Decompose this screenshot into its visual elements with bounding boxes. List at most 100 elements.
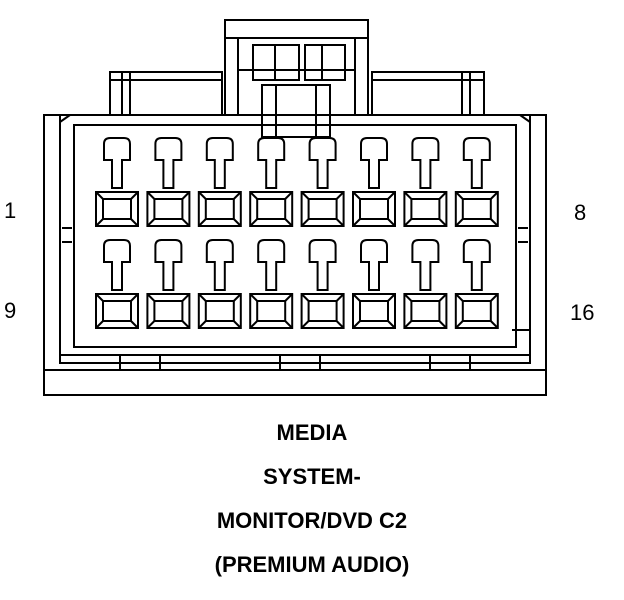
cavity-terminal-bevel — [335, 293, 345, 302]
top-latch — [224, 19, 369, 116]
cavity-terminal-bevel — [490, 293, 499, 302]
left-shoulder — [109, 71, 223, 116]
cavity-terminal-bevel — [233, 293, 242, 302]
cavity-latch-head — [103, 239, 131, 291]
cavity-terminal-inner — [461, 300, 492, 322]
cavity-terminal-bevel — [352, 320, 361, 329]
cavity-terminal-bevel — [146, 191, 156, 200]
cavity-terminal-bevel — [249, 320, 258, 329]
cavity-terminal-inner — [307, 198, 338, 220]
cavity-terminal-inner — [102, 198, 132, 220]
cavity-terminal-bevel — [490, 191, 499, 200]
cavity-terminal-bevel — [146, 320, 156, 329]
cavity-latch-head — [154, 239, 183, 291]
cavity-4 — [249, 137, 294, 227]
cavity-terminal-bevel — [300, 320, 310, 329]
cavity-terminal-bevel — [130, 320, 139, 329]
cavity-terminal-bevel — [300, 191, 310, 200]
cavity-terminal-bevel — [233, 320, 242, 329]
cavity-terminal-bevel — [284, 293, 293, 302]
cavity-latch-head — [462, 137, 491, 189]
cavity-terminal-bevel — [455, 320, 464, 329]
caption-line-4: (PREMIUM AUDIO) — [214, 552, 410, 577]
cavity-terminal-bevel — [387, 293, 396, 302]
cavity-5 — [300, 137, 345, 227]
cavity-terminal-bevel — [95, 191, 104, 200]
cavity-latch-head — [360, 137, 388, 189]
cavity-terminal-bevel — [403, 320, 413, 329]
cavity-terminal-bevel — [335, 191, 345, 200]
cavity-14 — [352, 239, 396, 329]
cavity-latch-head — [257, 137, 286, 189]
cavity-2 — [146, 137, 191, 227]
cavity-terminal-bevel — [146, 218, 156, 227]
cavity-terminal-outer — [300, 191, 345, 227]
cavity-terminal-bevel — [455, 293, 464, 302]
cavity-terminal-outer — [352, 191, 396, 227]
cavity-grid — [95, 137, 499, 329]
cavity-1 — [95, 137, 139, 227]
cavity-latch-head — [462, 239, 491, 291]
cavity-terminal-bevel — [95, 293, 104, 302]
cavity-terminal-bevel — [130, 293, 139, 302]
pin-label-top-left: 1 — [4, 198, 17, 223]
cavity-terminal-bevel — [181, 191, 191, 200]
cavity-terminal-inner — [359, 198, 389, 220]
cavity-terminal-bevel — [335, 320, 345, 329]
cavity-latch-head — [205, 239, 234, 291]
cavity-terminal-bevel — [198, 191, 207, 200]
pin-label-bottom-left: 9 — [4, 298, 17, 323]
cavity-12 — [249, 239, 294, 329]
cavity-terminal-bevel — [146, 293, 156, 302]
cavity-terminal-bevel — [198, 320, 207, 329]
cavity-terminal-bevel — [130, 218, 139, 227]
cavity-latch-head — [308, 239, 337, 291]
cavity-10 — [146, 239, 191, 329]
cavity-terminal-outer — [454, 293, 499, 329]
cavity-terminal-bevel — [95, 320, 104, 329]
cavity-terminal-inner — [102, 300, 132, 322]
cavity-terminal-outer — [249, 293, 294, 329]
cavity-terminal-outer — [300, 293, 345, 329]
pin-label-top-right: 8 — [574, 200, 587, 225]
cavity-terminal-bevel — [95, 218, 104, 227]
cavity-terminal-inner — [204, 300, 235, 322]
cavity-terminal-outer — [403, 191, 448, 227]
cavity-terminal-bevel — [300, 293, 310, 302]
cavity-terminal-inner — [256, 300, 287, 322]
cavity-terminal-bevel — [284, 218, 293, 227]
cavity-terminal-bevel — [352, 218, 361, 227]
cavity-terminal-bevel — [249, 293, 258, 302]
cavity-terminal-outer — [403, 293, 448, 329]
cavity-7 — [403, 137, 448, 227]
cavity-terminal-bevel — [387, 320, 396, 329]
cavity-terminal-bevel — [438, 191, 448, 200]
cavity-terminal-bevel — [352, 293, 361, 302]
cavity-terminal-bevel — [490, 218, 499, 227]
cavity-terminal-bevel — [300, 218, 310, 227]
cavity-terminal-bevel — [455, 191, 464, 200]
cavity-latch-head — [411, 239, 440, 291]
cavity-terminal-bevel — [403, 191, 413, 200]
latch-stem — [261, 84, 331, 138]
caption-line-2: SYSTEM- — [263, 464, 361, 489]
cavity-terminal-inner — [410, 300, 441, 322]
cavity-terminal-outer — [352, 293, 396, 329]
cavity-terminal-inner — [461, 198, 492, 220]
cavity-9 — [95, 239, 139, 329]
housing-inner-wall — [59, 114, 531, 364]
cavity-terminal-inner — [410, 198, 441, 220]
cavity-11 — [197, 239, 242, 329]
cavity-terminal-bevel — [490, 320, 499, 329]
cavity-terminal-bevel — [284, 191, 293, 200]
cavity-terminal-bevel — [233, 191, 242, 200]
cavity-terminal-bevel — [438, 218, 448, 227]
cavity-terminal-bevel — [438, 293, 448, 302]
cavity-terminal-bevel — [403, 293, 413, 302]
cavity-latch-head — [360, 239, 388, 291]
cavity-15 — [403, 239, 448, 329]
cavity-terminal-bevel — [284, 320, 293, 329]
caption-line-3: MONITOR/DVD C2 — [216, 508, 408, 533]
cavity-terminal-bevel — [198, 218, 207, 227]
